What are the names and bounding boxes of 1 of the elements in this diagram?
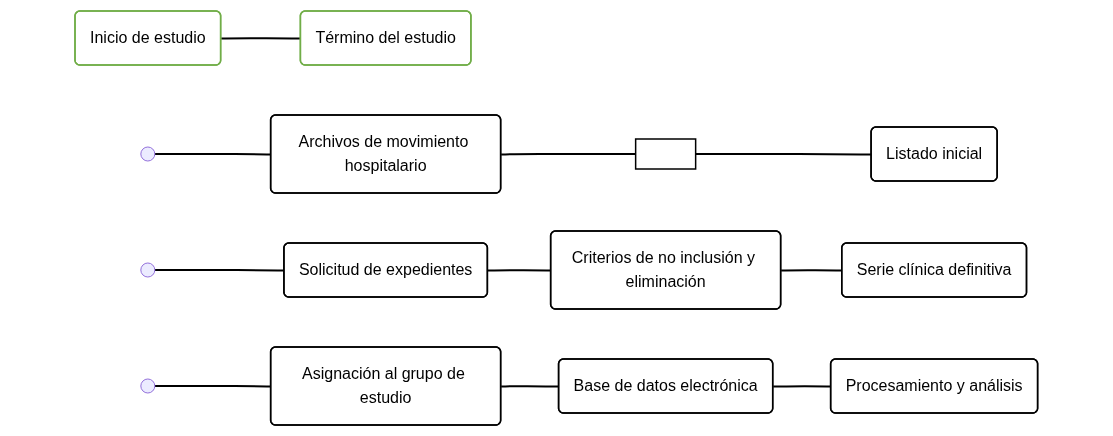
node-box	[635, 138, 697, 170]
